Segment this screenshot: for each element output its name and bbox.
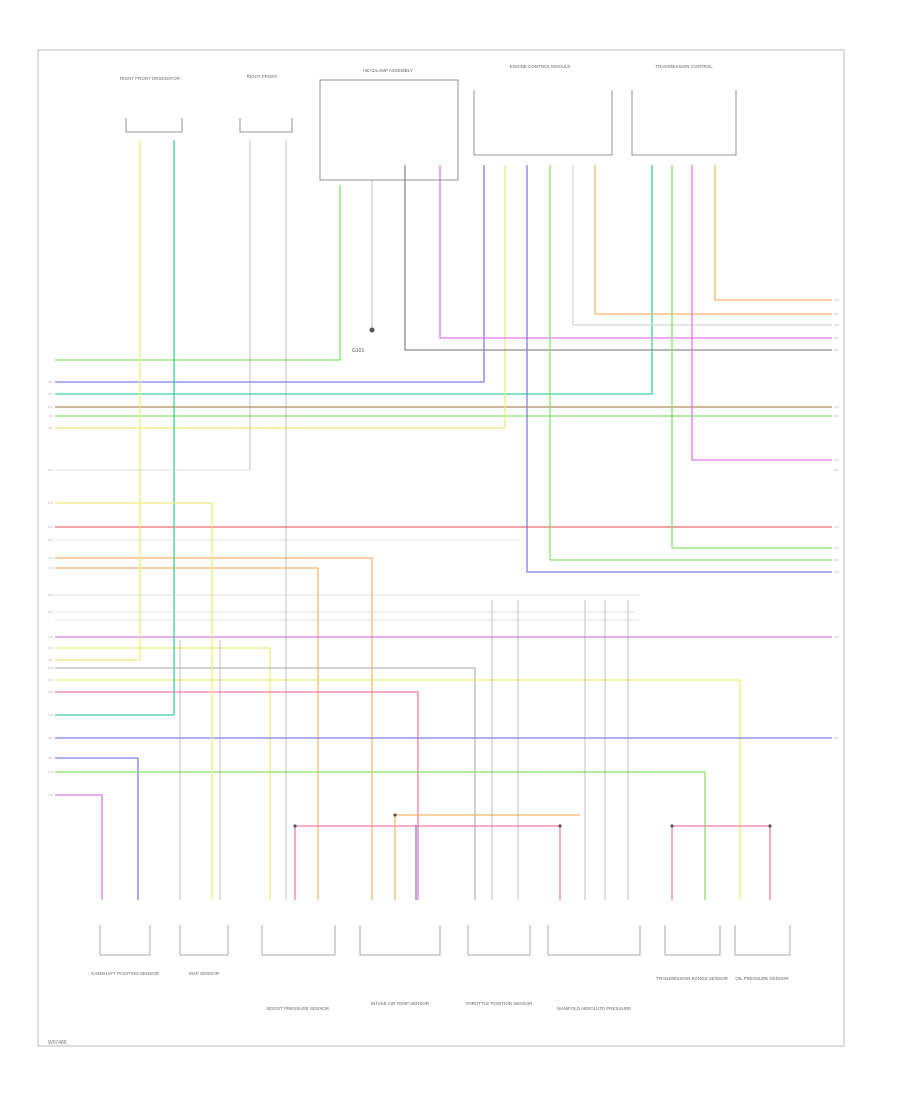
- bus-wire: [394, 814, 580, 900]
- bottom-component-label: THROTTLE POSITION SENSOR: [466, 1001, 534, 1006]
- bus-wire: [671, 825, 771, 900]
- right-return-wire: [671, 165, 832, 549]
- horizontal-wire: [55, 165, 506, 429]
- bottom-component-label: MANIFOLD ABSOLUTE PRESSURE: [557, 1006, 631, 1011]
- bottom-connector: [99, 925, 151, 956]
- bus-wire: [294, 825, 560, 900]
- right-return-wire: [404, 165, 832, 351]
- horizontal-wire: [55, 557, 373, 900]
- horizontal-wire: [55, 771, 706, 900]
- bottom-component-label: BOOST PRESSURE SENSOR: [267, 1006, 330, 1011]
- horizontal-wire: [55, 185, 341, 361]
- horizontal-wire: [55, 165, 485, 383]
- component-layer: [48, 79, 839, 956]
- connector-bracket: [473, 90, 613, 156]
- connector-bracket: [631, 90, 737, 156]
- horizontal-wire: [55, 567, 319, 900]
- horizontal-wire: [55, 667, 476, 900]
- splice-dot: [558, 824, 562, 828]
- right-return-wire: [526, 165, 832, 573]
- bottom-component-label: MAP SENSOR: [189, 971, 220, 976]
- horizontal-wire: [55, 165, 653, 395]
- ground-point: [369, 327, 375, 333]
- bottom-connector: [179, 925, 229, 956]
- label-layer: G101 RIGHT FRONT ORIGINATOR RIGHT FRONT HEA…: [91, 64, 789, 1011]
- right-return-wire: [572, 165, 832, 326]
- splice-dot: [768, 824, 772, 828]
- bottom-component-label: TRANSMISSION RANGE SENSOR: [656, 976, 729, 981]
- bottom-component-label: CAMSHAFT POSITION SENSOR: [91, 971, 159, 976]
- diagram-code: W07488: [48, 1040, 67, 1046]
- horizontal-wire: [55, 691, 419, 900]
- splice-dot: [293, 824, 297, 828]
- connector-bracket: [125, 118, 183, 133]
- top-component-label: RIGHT FRONT ORIGINATOR: [120, 76, 181, 81]
- horizontal-wire: [55, 794, 103, 900]
- right-return-wire: [439, 165, 832, 339]
- horizontal-wire: [55, 757, 139, 900]
- diagram-border: [37, 49, 845, 1047]
- top-component-label: HEADLAMP ASSEMBLY: [363, 68, 413, 73]
- bottom-connector: [547, 925, 641, 956]
- bottom-connector: [261, 925, 336, 956]
- bottom-component-label: OIL PRESSURE SENSOR: [735, 976, 789, 981]
- top-component-label: TRANSMISSION CONTROL: [655, 64, 713, 69]
- horizontal-wire: [55, 679, 741, 900]
- bottom-component-label: INTAKE AIR TEMP SENSOR: [371, 1001, 430, 1006]
- ecm-connector-box: [319, 79, 459, 181]
- right-return-wire: [594, 165, 832, 315]
- bottom-connector: [734, 925, 791, 956]
- top-component-label: RIGHT FRONT: [247, 74, 278, 79]
- bottom-connector: [359, 925, 441, 956]
- top-component-label: ENGINE CONTROL MODULE: [510, 64, 571, 69]
- bottom-connector: [664, 925, 721, 956]
- bottom-connector: [467, 925, 531, 956]
- splice-dot: [393, 813, 397, 817]
- vertical-wire: [55, 140, 141, 661]
- wire-layer: [55, 140, 832, 900]
- right-return-wire: [549, 165, 832, 561]
- horizontal-wire: [55, 647, 271, 900]
- ground-label: G101: [352, 348, 364, 354]
- splice-dot: [670, 824, 674, 828]
- right-return-wire: [714, 165, 832, 301]
- vertical-wire: [55, 140, 175, 716]
- right-return-wire: [691, 165, 832, 461]
- connector-bracket: [239, 118, 293, 133]
